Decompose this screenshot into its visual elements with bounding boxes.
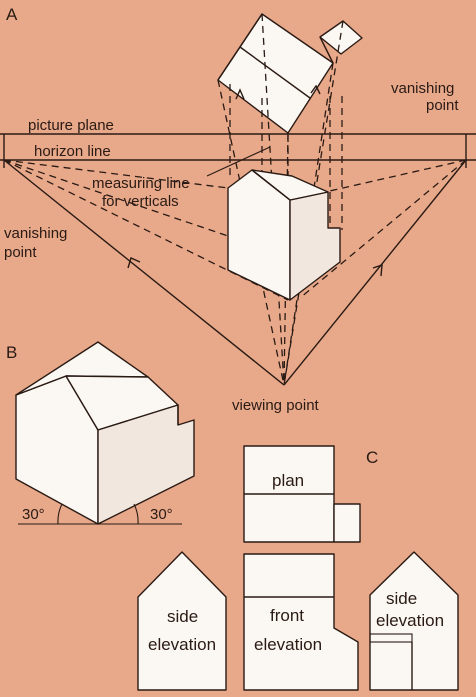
angle-left-label: 30° — [22, 506, 45, 523]
section-a-perspective: A picture plane horizon line vanishing p… — [0, 5, 476, 414]
left-sightline — [3, 159, 285, 386]
perspective-house — [227, 169, 341, 301]
vanishing-point-right-label-1: vanishing — [391, 80, 454, 97]
viewing-point-label: viewing point — [232, 397, 320, 414]
side-elevation-right: side elevation — [369, 551, 459, 691]
plan-label: plan — [272, 471, 304, 490]
vanishing-point-right-label-2: point — [426, 97, 459, 114]
angle-right-label: 30° — [150, 506, 173, 523]
section-b-isometric: B 30° 30° — [6, 341, 195, 525]
right-sightline — [283, 159, 467, 386]
front-elevation-label-1: front — [270, 606, 304, 625]
horizon-line-label: horizon line — [34, 143, 111, 160]
side-elevation-right-label-1: side — [386, 589, 417, 608]
section-label-c: C — [366, 448, 378, 467]
section-c-orthographic: C plan side elevation front elevation si… — [137, 445, 459, 691]
isometric-house — [15, 341, 195, 525]
section-label-a: A — [6, 5, 18, 24]
side-elevation-left: side elevation — [137, 551, 227, 691]
measuring-line-label-1: measuring line — [92, 175, 190, 192]
vanishing-point-left-label-1: vanishing — [4, 225, 67, 242]
front-elevation-label-2: elevation — [254, 635, 322, 654]
plan-view: plan — [243, 445, 361, 543]
front-elevation: front elevation — [243, 553, 359, 691]
measuring-line-label-2: for verticals — [102, 193, 179, 210]
vanishing-point-left-label-2: point — [4, 244, 37, 261]
side-elevation-left-label-2: elevation — [148, 635, 216, 654]
section-label-b: B — [6, 343, 17, 362]
picture-plane-label: picture plane — [28, 117, 114, 134]
side-elevation-right-label-2: elevation — [376, 611, 444, 630]
rotated-plan — [217, 13, 363, 134]
side-elevation-left-label-1: side — [167, 607, 198, 626]
